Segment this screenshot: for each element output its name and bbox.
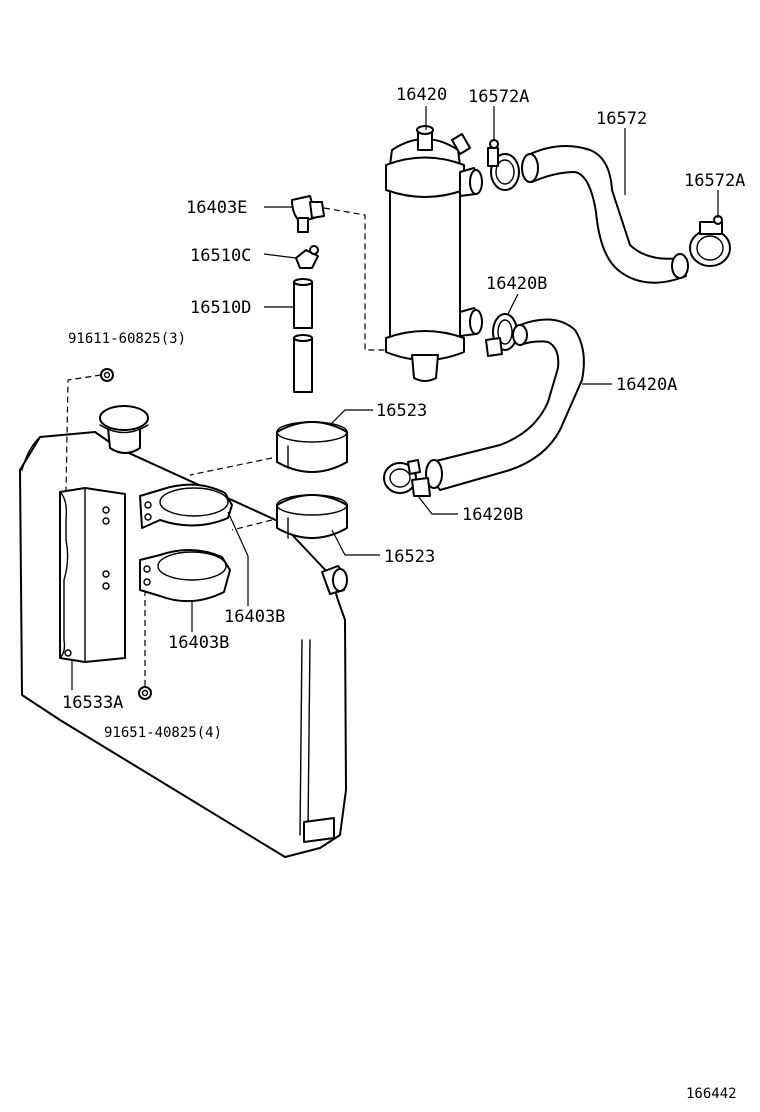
label-91651-40825: 91651-40825(4) (104, 725, 222, 741)
diagram-id: 166442 (686, 1086, 737, 1102)
label-16403b-right: 16403B (224, 607, 285, 627)
side-bracket (59, 487, 126, 663)
label-16403e: 16403E (186, 198, 247, 218)
upper-hose (521, 145, 689, 284)
label-16510c: 16510C (190, 246, 251, 266)
lower-hose (425, 318, 585, 491)
mount-band-lower (139, 548, 231, 603)
label-16523-bottom: 16523 (384, 547, 435, 567)
label-16420b-bottom: 16420B (462, 505, 523, 525)
canister (385, 125, 483, 382)
small-hose-lower (293, 334, 313, 393)
label-16572a-top: 16572A (468, 87, 529, 107)
label-16403b-left: 16403B (168, 633, 229, 653)
clamp-band-upper (276, 421, 348, 473)
hose-clamp-mid (485, 313, 518, 357)
leader-lines (71, 106, 719, 690)
label-16572a-right: 16572A (684, 171, 745, 191)
tank-filler-cap (99, 405, 149, 454)
bolt-icon-upper (100, 368, 114, 382)
hose-clip (295, 245, 319, 269)
hose-clamp-bottom (383, 459, 431, 497)
elbow-fitting (291, 195, 325, 233)
label-16533a: 16533A (62, 693, 123, 713)
label-16420: 16420 (396, 85, 447, 105)
bolt-icon-lower (138, 686, 152, 700)
tank-outlet-port (321, 565, 348, 595)
clamp-band-lower (276, 494, 348, 539)
label-16523-top: 16523 (376, 401, 427, 421)
label-16420b-top: 16420B (486, 274, 547, 294)
label-16420a: 16420A (616, 375, 677, 395)
mount-band-upper (139, 483, 233, 529)
hose-clamp-top (487, 139, 520, 191)
part-labels: 16420 16572A 16572 16572A 16403E 16510C … (62, 85, 745, 1102)
label-91611-60825: 91611-60825(3) (68, 331, 186, 347)
hose-clamp-right (689, 215, 731, 267)
small-hose-upper (293, 278, 313, 329)
label-16510d: 16510D (190, 298, 251, 318)
label-16572: 16572 (596, 109, 647, 129)
assembly-lines (65, 207, 386, 686)
